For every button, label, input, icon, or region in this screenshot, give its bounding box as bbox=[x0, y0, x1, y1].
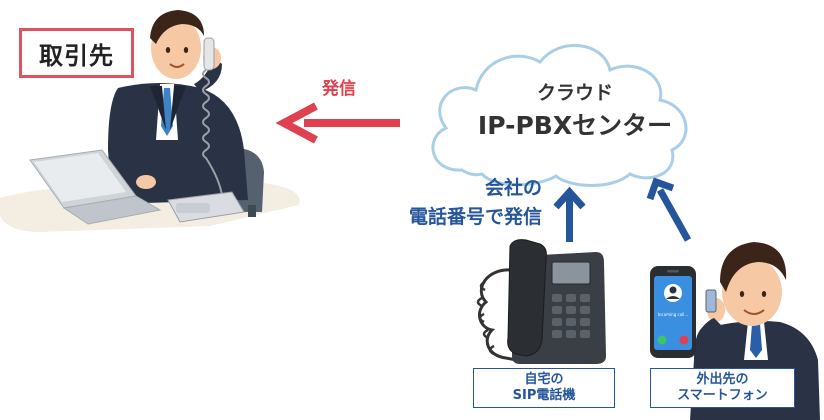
cloud-title-line2: IP-PBXセンター bbox=[464, 106, 686, 142]
home-phone-arrow bbox=[556, 192, 583, 242]
sip-desk-phone bbox=[478, 240, 606, 364]
mobile-phone-caption-line1: 外出先の bbox=[696, 372, 748, 388]
accept-call-icon bbox=[658, 336, 667, 345]
outgoing-arrow bbox=[284, 106, 400, 140]
incoming-call-text: Incoming call... bbox=[658, 312, 688, 317]
home-phone-caption: 自宅の SIP電話機 bbox=[473, 368, 615, 408]
company-number-line2: 電話番号で発信 bbox=[352, 203, 542, 232]
decline-call-icon bbox=[680, 336, 689, 345]
home-phone-caption-line1: 自宅の bbox=[524, 372, 563, 388]
company-number-line1: 会社の bbox=[352, 174, 542, 203]
smartphone: Incoming call... bbox=[650, 266, 696, 358]
mobile-phone-caption: 外出先の スマートフォン bbox=[650, 368, 795, 408]
outgoing-call-label: 発信 bbox=[322, 74, 356, 99]
mobile-phone-caption-line2: スマートフォン bbox=[677, 388, 768, 404]
mobile-arrow bbox=[650, 182, 688, 240]
client-label: 取引先 bbox=[19, 28, 134, 78]
company-number-caption: 会社の 電話番号で発信 bbox=[352, 174, 542, 232]
home-phone-caption-line2: SIP電話機 bbox=[513, 388, 576, 404]
cloud-title-line1: クラウド bbox=[500, 78, 650, 105]
